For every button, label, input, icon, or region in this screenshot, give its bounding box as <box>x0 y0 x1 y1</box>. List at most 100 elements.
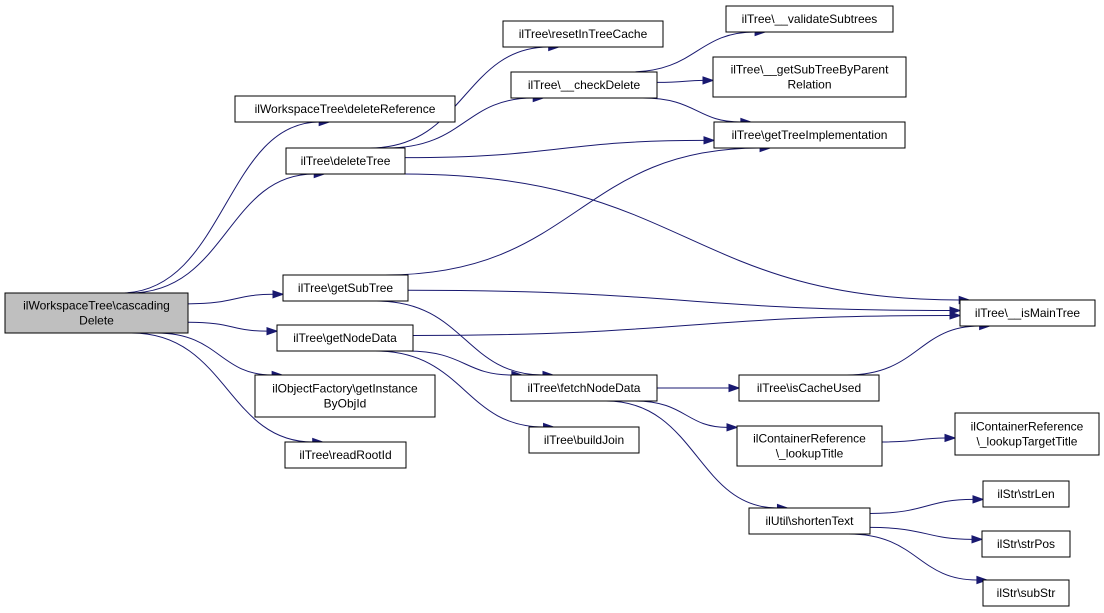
node-label-getSubByParent-0: ilTree\__getSubTreeByParent <box>731 63 890 77</box>
node-box-shortenText <box>748 507 871 535</box>
node-label-lookupTitle-1: \_lookupTitle <box>776 447 844 461</box>
node-isMainTree[interactable]: ilTree\__isMainTree <box>959 299 1096 327</box>
node-label-wsDeleteRef-0: ilWorkspaceTree\deleteReference <box>255 102 436 116</box>
node-box-deleteTree <box>285 147 406 175</box>
node-box-wsDeleteRef <box>234 95 456 123</box>
node-buildJoin[interactable]: ilTree\buildJoin <box>528 426 640 454</box>
node-box-resetCache <box>502 20 664 48</box>
edge-fetchNodeData-to-shortenText <box>606 400 778 509</box>
arrowhead-shortenText-to-subStr <box>976 575 989 585</box>
edge-root-to-getSubTree <box>187 293 274 305</box>
edge-isCacheUsed-to-isMainTree <box>846 325 980 376</box>
node-label-readRootId-0: ilTree\readRootId <box>299 448 391 462</box>
node-box-lookupTarget <box>954 412 1100 456</box>
edge-shortenText-to-strPos <box>869 526 973 540</box>
edge-deleteTree-to-getTreeImpl <box>404 139 705 159</box>
edge-root-to-wsDeleteRef <box>120 121 320 294</box>
node-label-getNodeData-0: ilTree\getNodeData <box>293 331 397 345</box>
node-label-validateSub-0: ilTree\__validateSubtrees <box>742 12 878 26</box>
node-readRootId[interactable]: ilTree\readRootId <box>284 441 407 469</box>
arrowhead-root-to-getNodeData <box>266 326 279 336</box>
node-layer: ilWorkspaceTree\cascadingDeleteilWorkspa… <box>4 5 1100 607</box>
node-label-buildJoin-0: ilTree\buildJoin <box>544 433 624 447</box>
edge-checkDelete-to-getTreeImpl <box>642 97 741 123</box>
arrowhead-lookupTitle-to-lookupTarget <box>944 433 957 443</box>
node-label-getSubByParent-1: Relation <box>787 78 831 92</box>
node-lookupTitle[interactable]: ilContainerReference\_lookupTitle <box>736 425 883 467</box>
node-box-objFactory <box>254 374 436 418</box>
edge-root-to-deleteTree <box>129 173 315 294</box>
node-strLen[interactable]: ilStr\strLen <box>982 480 1070 508</box>
node-label-root-0: ilWorkspaceTree\cascading <box>23 299 170 313</box>
node-checkDelete[interactable]: ilTree\__checkDelete <box>510 71 658 99</box>
node-box-buildJoin <box>528 426 640 454</box>
node-lookupTarget[interactable]: ilContainerReference\_lookupTargetTitle <box>954 412 1100 456</box>
edge-checkDelete-to-getSubByParent <box>656 79 704 83</box>
edge-getNodeData-to-isMainTree <box>412 314 951 337</box>
edge-getSubTree-to-isMainTree <box>407 289 951 312</box>
node-resetCache[interactable]: ilTree\resetInTreeCache <box>502 20 664 48</box>
node-validateSub[interactable]: ilTree\__validateSubtrees <box>725 5 894 33</box>
node-box-subStr <box>982 579 1070 607</box>
node-label-subStr-0: ilStr\subStr <box>997 586 1056 600</box>
node-box-root <box>4 292 189 334</box>
node-getSubTree[interactable]: ilTree\getSubTree <box>282 274 409 302</box>
node-box-strLen <box>982 480 1070 508</box>
node-getTreeImpl[interactable]: ilTree\getTreeImplementation <box>713 121 906 149</box>
node-label-isCacheUsed-0: ilTree\isCacheUsed <box>757 381 861 395</box>
node-wsDeleteRef[interactable]: ilWorkspaceTree\deleteReference <box>234 95 456 123</box>
edge-lookupTitle-to-lookupTarget <box>881 437 946 443</box>
node-label-shortenText-0: ilUtil\shortenText <box>765 514 854 528</box>
arrowhead-shortenText-to-strPos <box>971 535 984 544</box>
node-box-validateSub <box>725 5 894 33</box>
node-box-getSubByParent <box>712 56 907 98</box>
edge-deleteTree-to-isMainTree <box>403 173 960 301</box>
node-box-checkDelete <box>510 71 658 99</box>
arrowhead-shortenText-to-strLen <box>972 495 985 504</box>
node-label-root-1: Delete <box>79 314 114 328</box>
node-box-isMainTree <box>959 299 1096 327</box>
edge-getSubTree-to-fetchNodeData <box>376 300 543 376</box>
node-shortenText[interactable]: ilUtil\shortenText <box>748 507 871 535</box>
edge-getNodeData-to-buildJoin <box>375 350 544 428</box>
node-box-readRootId <box>284 441 407 469</box>
edge-getNodeData-to-fetchNodeData <box>407 350 512 376</box>
node-label-lookupTitle-0: ilContainerReference <box>753 432 866 446</box>
edge-getSubTree-to-getTreeImpl <box>384 147 761 276</box>
edge-root-to-readRootId <box>131 332 313 443</box>
node-isCacheUsed[interactable]: ilTree\isCacheUsed <box>738 374 880 402</box>
node-box-getSubTree <box>282 274 409 302</box>
node-box-lookupTitle <box>736 425 883 467</box>
arrowhead-fetchNodeData-to-lookupTitle <box>726 423 739 432</box>
node-label-lookupTarget-1: \_lookupTargetTitle <box>977 435 1078 449</box>
node-label-objFactory-1: ByObjId <box>324 397 367 411</box>
arrowhead-fetchNodeData-to-isCacheUsed <box>728 383 741 393</box>
node-fetchNodeData[interactable]: ilTree\fetchNodeData <box>510 374 658 402</box>
node-label-strLen-0: ilStr\strLen <box>997 487 1054 501</box>
edge-fetchNodeData-to-lookupTitle <box>634 400 728 428</box>
node-getNodeData[interactable]: ilTree\getNodeData <box>276 324 414 352</box>
node-label-isMainTree-0: ilTree\__isMainTree <box>975 306 1080 320</box>
node-label-fetchNodeData-0: ilTree\fetchNodeData <box>528 381 641 395</box>
edge-root-to-getNodeData <box>187 321 268 332</box>
node-box-isCacheUsed <box>738 374 880 402</box>
node-deleteTree[interactable]: ilTree\deleteTree <box>285 147 406 175</box>
arrowhead-getNodeData-to-isMainTree <box>949 311 962 320</box>
node-subStr[interactable]: ilStr\subStr <box>982 579 1070 607</box>
node-label-lookupTarget-0: ilContainerReference <box>971 420 1084 434</box>
node-label-deleteTree-0: ilTree\deleteTree <box>301 154 391 168</box>
arrowhead-getSubTree-to-isMainTree <box>949 306 962 315</box>
edge-root-to-objFactory <box>156 332 273 376</box>
edge-shortenText-to-subStr <box>848 533 977 581</box>
node-box-getTreeImpl <box>713 121 906 149</box>
node-strPos[interactable]: ilStr\strPos <box>981 530 1071 558</box>
node-label-getSubTree-0: ilTree\getSubTree <box>298 281 393 295</box>
node-label-checkDelete-0: ilTree\__checkDelete <box>528 78 641 92</box>
node-box-getNodeData <box>276 324 414 352</box>
edge-checkDelete-to-validateSub <box>628 31 756 73</box>
node-box-strPos <box>981 530 1071 558</box>
